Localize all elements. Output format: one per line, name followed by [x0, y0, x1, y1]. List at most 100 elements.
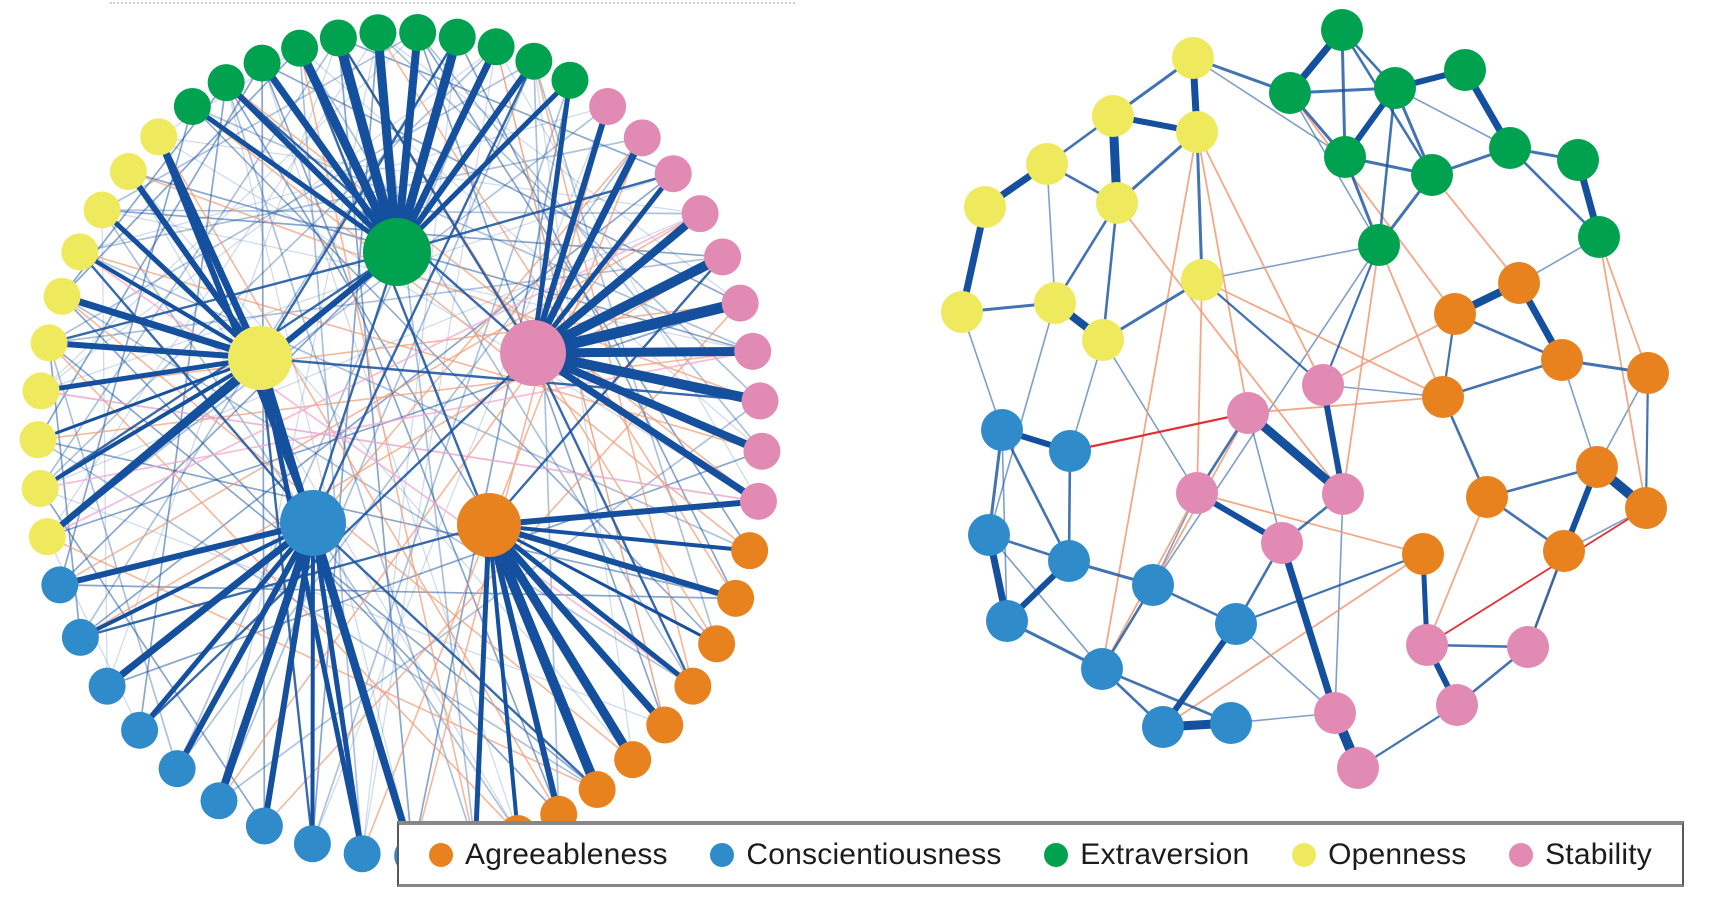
right-edge-thick [1278, 539, 1339, 717]
right-edge-thin [1102, 339, 1198, 494]
left-edge-salmon [48, 342, 519, 835]
right-edge-red [1068, 411, 1250, 453]
right-node-G0 [1321, 9, 1363, 51]
left-node-conscientiousness-21 [343, 835, 381, 873]
left-node-stability-7 [741, 382, 779, 420]
left-spoke-agreeableness [487, 523, 520, 836]
conscientiousness-dot-icon [710, 842, 735, 867]
right-edge-medium [1000, 428, 1071, 563]
left-node-stability-3 [681, 195, 719, 233]
left-spoke-stability [528, 346, 758, 358]
left-node-agreeableness-10 [731, 532, 769, 570]
right-node-O6 [1625, 487, 1667, 529]
right-node-B9 [1210, 702, 1252, 744]
right-node-B7 [1215, 603, 1257, 645]
left-node-openness-32 [19, 421, 57, 459]
left-edge-thin [106, 450, 763, 688]
right-edge-thin [988, 534, 1103, 670]
left-edge-thin [225, 81, 414, 857]
right-edge-medium [1234, 552, 1425, 626]
left-spoke-stability [529, 349, 762, 505]
left-spoke-stability [530, 171, 676, 356]
right-node-B3 [1048, 540, 1090, 582]
right-node-O0 [1498, 262, 1540, 304]
left-node-extraversion-47 [438, 18, 476, 56]
left-node-openness-35 [43, 277, 81, 315]
left-hub-stability [500, 320, 566, 386]
left-edge-medium [298, 46, 491, 527]
right-edge-salmon [1598, 236, 1647, 509]
left-node-stability-5 [721, 284, 759, 322]
right-node-B5 [986, 600, 1028, 642]
left-spoke-conscientiousness [310, 520, 365, 857]
right-node-Y6 [941, 291, 983, 333]
left-spoke-extraversion [393, 43, 500, 256]
left-spoke-conscientiousness [215, 519, 317, 805]
right-edge-salmon [1162, 553, 1424, 728]
left-node-stability-0 [589, 88, 627, 126]
right-node-P1 [1302, 364, 1344, 406]
left-edge-thin [48, 342, 178, 770]
right-node-Y3 [1026, 143, 1068, 185]
left-edge-thin [361, 36, 458, 855]
left-hub-conscientiousness [280, 490, 346, 556]
right-node-Y0 [1172, 37, 1214, 79]
right-edge-medium [1101, 201, 1119, 342]
left-spoke-extraversion [295, 43, 402, 257]
left-spoke-stability [528, 348, 766, 406]
left-edge-thin [337, 37, 675, 175]
right-node-Y2 [1176, 111, 1218, 153]
left-spoke-agreeableness [486, 522, 739, 602]
left-spoke-extraversion [393, 28, 422, 256]
right-node-O8 [1402, 533, 1444, 575]
left-edge-thin [39, 37, 340, 490]
left-edge-pink [78, 250, 694, 688]
left-spoke-extraversion [392, 32, 462, 257]
right-edge-salmon [1101, 131, 1198, 670]
right-node-Y4 [964, 186, 1006, 228]
legend-label-agreeableness: Agreeableness [465, 837, 668, 871]
right-edge-salmon [1378, 244, 1444, 398]
right-node-P4 [1261, 522, 1303, 564]
left-node-extraversion-42 [243, 44, 281, 82]
left-node-agreeableness-16 [578, 771, 616, 809]
left-spoke-agreeableness [487, 523, 719, 646]
left-spoke-extraversion [333, 33, 402, 257]
right-node-P8 [1314, 692, 1356, 734]
left-node-extraversion-40 [173, 88, 211, 126]
left-edge-thin [39, 45, 497, 490]
left-node-stability-9 [739, 482, 777, 520]
right-edge-salmon [1247, 396, 1444, 414]
right-edge-salmon [1196, 131, 1324, 386]
right-edge-medium [1195, 130, 1204, 282]
left-node-conscientiousness-29 [41, 566, 79, 604]
left-edge-thin [48, 60, 535, 344]
right-edge-medium [1644, 371, 1650, 510]
right-node-Y5 [1096, 182, 1138, 224]
left-edge-thin [261, 62, 742, 304]
left-edge-thin [218, 32, 379, 802]
left-edge-thin [176, 45, 497, 770]
left-edge-thin [46, 105, 609, 538]
left-node-agreeableness-11 [717, 579, 755, 617]
left-edge-thin [311, 79, 571, 845]
left-node-extraversion-41 [207, 64, 245, 102]
left-node-conscientiousness-26 [121, 711, 159, 749]
right-node-O2 [1541, 339, 1583, 381]
left-edge-salmon [40, 302, 741, 392]
right-edge-salmon [1196, 131, 1249, 414]
right-edge-salmon [1196, 492, 1424, 555]
extraversion-dot-icon [1044, 842, 1069, 867]
left-spoke-openness [36, 356, 262, 442]
left-edge-thick-cross [486, 498, 762, 528]
left-node-openness-30 [28, 518, 66, 556]
agreeableness-dot-icon [429, 842, 453, 867]
right-node-O1 [1434, 293, 1476, 335]
right-edge-medium [1321, 243, 1381, 387]
left-edge-thick-cross [155, 133, 316, 526]
left-edge-thin [191, 105, 754, 353]
left-node-stability-8 [743, 432, 781, 470]
left-node-openness-33 [22, 372, 60, 410]
left-edge-medium [311, 59, 536, 525]
